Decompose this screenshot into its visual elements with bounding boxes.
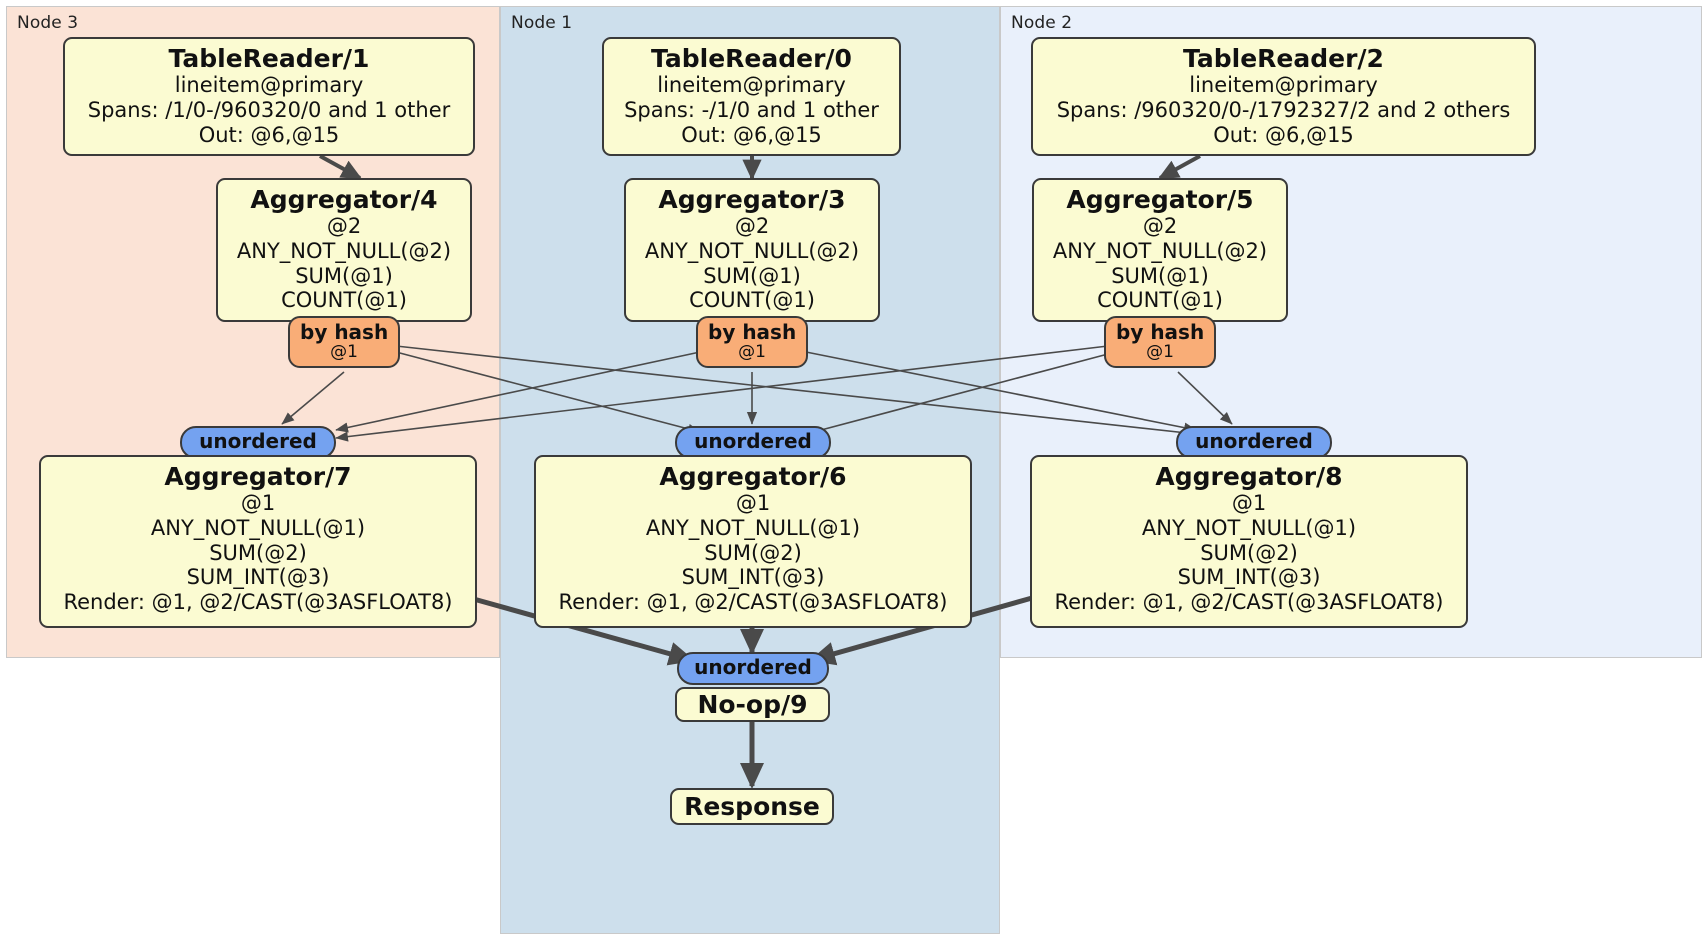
processor-detail-line: ANY_NOT_NULL(@1) (645, 515, 861, 540)
processor-table-reader-1[interactable]: TableReader/1 lineitem@primary Spans: /1… (63, 37, 475, 156)
processor-detail-line: Render: @1, @2/CAST(@3ASFLOAT8) (1054, 590, 1444, 615)
processor-detail-line: lineitem@primary (174, 73, 364, 97)
hash-router-column: @1 (738, 342, 766, 362)
processor-detail-line: Spans: -/1/0 and 1 other (624, 97, 879, 122)
processor-detail-line: COUNT(@1) (281, 288, 407, 313)
processor-title: Aggregator/3 (658, 185, 846, 214)
hash-router-badge-center[interactable]: by hash @1 (696, 316, 808, 368)
processor-detail-line: SUM(@1) (1111, 263, 1209, 288)
hash-router-title: by hash (1116, 320, 1205, 344)
processor-detail-line: lineitem@primary (1189, 73, 1378, 97)
processor-detail-line: ANY_NOT_NULL(@2) (236, 238, 452, 263)
processor-detail-line: ANY_NOT_NULL(@2) (644, 238, 860, 263)
processor-title: Aggregator/8 (1155, 462, 1343, 491)
processor-detail-line: Spans: /1/0-/960320/0 and 1 other (87, 97, 451, 122)
processor-title: No-op/9 (697, 690, 808, 719)
processor-detail-line: Spans: /960320/0-/1792327/2 and 2 others (1056, 97, 1511, 122)
processor-detail-line: Render: @1, @2/CAST(@3ASFLOAT8) (63, 590, 453, 615)
processor-detail-line: @1 (735, 491, 771, 515)
processor-detail-line: ANY_NOT_NULL(@1) (1141, 515, 1357, 540)
node-panel-label-node2: Node 2 (1011, 13, 1073, 33)
unordered-synchronizer-title: unordered (694, 655, 812, 679)
processor-detail-line: COUNT(@1) (689, 288, 815, 313)
processor-detail-line: @2 (326, 214, 362, 238)
processor-table-reader-2[interactable]: TableReader/2 lineitem@primary Spans: /9… (1031, 37, 1536, 156)
processor-detail-line: SUM_INT(@3) (186, 565, 330, 590)
processor-title: Aggregator/6 (659, 462, 847, 491)
processor-aggregator-3[interactable]: Aggregator/3 @2 ANY_NOT_NULL(@2) SUM(@1)… (624, 178, 880, 322)
processor-detail-line: @2 (1142, 214, 1178, 238)
processor-detail-line: SUM_INT(@3) (1177, 565, 1321, 590)
unordered-synchronizer-final[interactable]: unordered (677, 652, 829, 685)
processor-detail-line: @1 (240, 491, 276, 515)
processor-response[interactable]: Response (670, 788, 834, 825)
processor-detail-line: SUM_INT(@3) (681, 565, 825, 590)
hash-router-badge-left[interactable]: by hash @1 (288, 316, 400, 368)
processor-detail-line: Out: @6,@15 (1213, 122, 1354, 147)
processor-title: Aggregator/7 (164, 462, 352, 491)
processor-aggregator-5[interactable]: Aggregator/5 @2 ANY_NOT_NULL(@2) SUM(@1)… (1032, 178, 1288, 322)
unordered-synchronizer-title: unordered (694, 429, 812, 453)
unordered-synchronizer-title: unordered (199, 429, 317, 453)
unordered-synchronizer-title: unordered (1195, 429, 1313, 453)
processor-title: Aggregator/5 (1066, 185, 1254, 214)
processor-detail-line: ANY_NOT_NULL(@1) (150, 515, 366, 540)
hash-router-badge-right[interactable]: by hash @1 (1104, 316, 1216, 368)
hash-router-title: by hash (300, 320, 389, 344)
processor-title: Aggregator/4 (250, 185, 438, 214)
processor-detail-line: Out: @6,@15 (198, 122, 340, 147)
processor-detail-line: @2 (734, 214, 770, 238)
processor-detail-line: SUM(@1) (295, 263, 393, 288)
processor-detail-line: @1 (1231, 491, 1267, 515)
processor-title: TableReader/2 (1183, 44, 1384, 73)
processor-detail-line: SUM(@2) (209, 540, 307, 565)
processor-detail-line: COUNT(@1) (1097, 288, 1223, 313)
processor-detail-line: SUM(@1) (703, 263, 801, 288)
hash-router-column: @1 (1146, 342, 1174, 362)
processor-detail-line: lineitem@primary (657, 73, 846, 97)
unordered-synchronizer-right[interactable]: unordered (1176, 426, 1332, 459)
hash-router-title: by hash (708, 320, 797, 344)
processor-detail-line: ANY_NOT_NULL(@2) (1052, 238, 1268, 263)
node-panel-label-node3: Node 3 (17, 13, 79, 33)
unordered-synchronizer-center[interactable]: unordered (675, 426, 831, 459)
processor-detail-line: Render: @1, @2/CAST(@3ASFLOAT8) (558, 590, 948, 615)
processor-table-reader-0[interactable]: TableReader/0 lineitem@primary Spans: -/… (602, 37, 901, 156)
processor-noop-9[interactable]: No-op/9 (675, 687, 830, 722)
node-panel-label-node1: Node 1 (511, 13, 573, 33)
processor-detail-line: Out: @6,@15 (681, 122, 822, 147)
processor-title: TableReader/1 (168, 44, 370, 73)
processor-detail-line: SUM(@2) (1200, 540, 1298, 565)
processor-aggregator-8[interactable]: Aggregator/8 @1 ANY_NOT_NULL(@1) SUM(@2)… (1030, 455, 1468, 628)
processor-title: TableReader/0 (651, 44, 852, 73)
processor-aggregator-4[interactable]: Aggregator/4 @2 ANY_NOT_NULL(@2) SUM(@1)… (216, 178, 472, 322)
processor-title: Response (684, 792, 820, 821)
processor-aggregator-7[interactable]: Aggregator/7 @1 ANY_NOT_NULL(@1) SUM(@2)… (39, 455, 477, 628)
hash-router-column: @1 (330, 342, 358, 362)
processor-aggregator-6[interactable]: Aggregator/6 @1 ANY_NOT_NULL(@1) SUM(@2)… (534, 455, 972, 628)
processor-detail-line: SUM(@2) (704, 540, 802, 565)
